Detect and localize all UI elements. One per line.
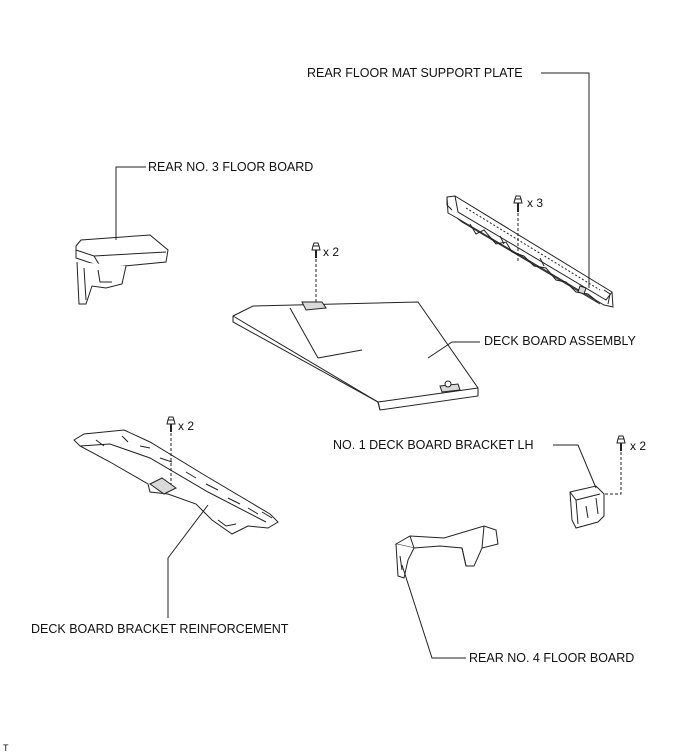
bracket-bolt-icon xyxy=(604,435,626,495)
qty-deck-board-bolts: x 2 xyxy=(323,245,340,259)
reinforcement-leader xyxy=(167,504,209,618)
bracket-lh-leader xyxy=(553,444,597,489)
label-deck-board-bracket-reinforcement: DECK BOARD BRACKET REINFORCEMENT xyxy=(31,622,289,636)
rear-no4-floor-board xyxy=(394,525,499,579)
deck-board-assembly xyxy=(232,301,479,411)
deck-board-leader xyxy=(427,341,480,359)
support-plate-leader xyxy=(541,72,590,288)
rear-no3-floor-board xyxy=(75,234,169,305)
qty-reinforcement-bolts: x 2 xyxy=(178,419,195,433)
qty-support-plate-bolts: x 3 xyxy=(527,196,544,210)
corner-mark: T xyxy=(3,743,9,753)
reinforcement-bolt-icon xyxy=(166,416,176,484)
label-no1-deck-board-bracket-lh: NO. 1 DECK BOARD BRACKET LH xyxy=(333,438,534,452)
label-rear-no3-floor-board: REAR NO. 3 FLOOR BOARD xyxy=(148,160,314,174)
deck-board-bracket-reinforcement xyxy=(73,429,279,535)
label-rear-floor-mat-support-plate: REAR FLOOR MAT SUPPORT PLATE xyxy=(307,66,523,80)
floor-board-3-leader xyxy=(115,166,146,240)
support-plate-bolt-icon xyxy=(513,195,523,262)
rear-floor-mat-support-plate xyxy=(446,195,614,308)
no1-deck-board-bracket-lh xyxy=(569,485,605,529)
floor-board-4-leader xyxy=(401,564,466,659)
qty-bracket-bolts: x 2 xyxy=(630,439,647,453)
label-deck-board-assembly: DECK BOARD ASSEMBLY xyxy=(484,334,636,348)
deck-board-bolt-icon xyxy=(311,242,321,304)
label-rear-no4-floor-board: REAR NO. 4 FLOOR BOARD xyxy=(469,651,635,665)
